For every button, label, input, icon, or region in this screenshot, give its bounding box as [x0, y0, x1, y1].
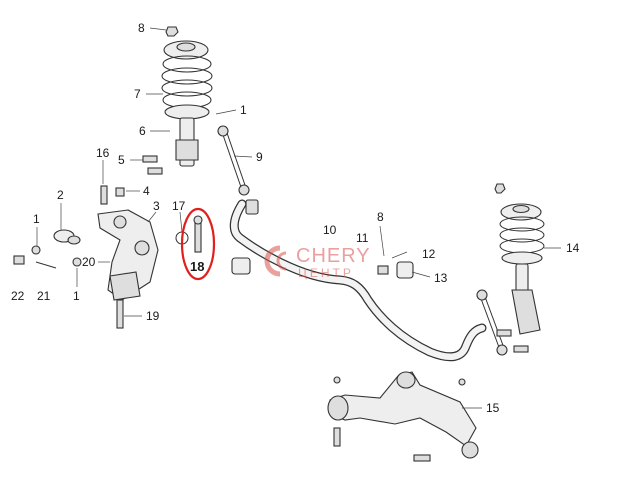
callout-14: 14 — [566, 241, 580, 255]
callout-labels: 8 7 1 6 9 16 5 4 2 3 17 18 1 20 22 21 1 … — [11, 21, 580, 415]
callout-10: 10 — [323, 223, 337, 237]
callout-8-top-left: 8 — [138, 21, 145, 35]
callout-20: 20 — [82, 255, 96, 269]
callout-17: 17 — [172, 199, 186, 213]
callout-9: 9 — [256, 150, 263, 164]
callout-15: 15 — [486, 401, 500, 415]
callout-19: 19 — [146, 309, 160, 323]
callout-13: 13 — [434, 271, 448, 285]
callout-21: 21 — [37, 289, 51, 303]
right-lower-arm — [327, 371, 479, 462]
callout-8-center: 8 — [377, 210, 384, 224]
callout-1-left-upper: 1 — [33, 212, 40, 226]
stabilizer-bar — [175, 199, 487, 362]
watermark-sub: ЦЕНТР — [298, 266, 354, 280]
callout-16: 16 — [96, 146, 110, 160]
watermark-brand: CHERY — [296, 245, 371, 267]
callout-18: 18 — [190, 259, 204, 274]
callout-1-left-lower: 1 — [73, 289, 80, 303]
highlight-circle — [180, 207, 216, 281]
callout-12: 12 — [422, 247, 436, 261]
callout-7: 7 — [134, 87, 141, 101]
watermark: CHERY ЦЕНТР — [264, 245, 371, 280]
callout-1-strut: 1 — [240, 103, 247, 117]
callout-22: 22 — [11, 289, 25, 303]
callout-4: 4 — [143, 184, 150, 198]
callout-11: 11 — [356, 231, 369, 245]
left-strut-assembly — [161, 26, 250, 196]
right-strut-assembly — [476, 183, 545, 356]
callout-3: 3 — [153, 199, 160, 213]
leader-lines — [36, 27, 561, 409]
callout-5: 5 — [118, 153, 125, 167]
callout-6: 6 — [139, 124, 146, 138]
watermark-logo-icon — [264, 245, 281, 277]
callout-2: 2 — [57, 188, 64, 202]
left-knuckle-assembly — [13, 155, 163, 329]
